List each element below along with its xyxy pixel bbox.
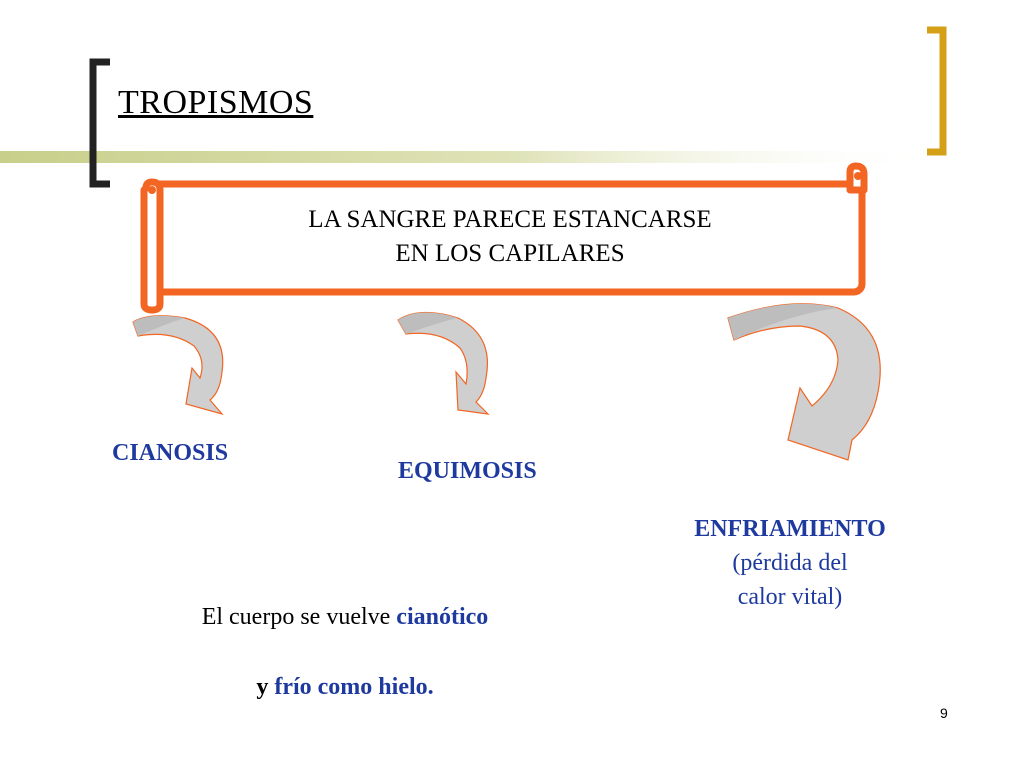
bottom-emphasis-cianotico: cianótico [396,604,489,630]
scroll-line-2: EN LOS CAPILARES [395,240,625,267]
curved-arrow-icon [397,311,490,415]
decorative-bar [0,151,940,163]
enfriamiento-detail-2: calor vital) [737,584,843,610]
enfriamiento-title: ENFRIAMIENTO [694,516,886,542]
bottom-sentence-line-2: y frío como hielo. [160,674,530,701]
enfriamiento-detail-1: (pérdida del [732,550,848,576]
result-equimosis: EQUIMOSIS [398,458,537,484]
result-enfriamiento: ENFRIAMIENTO (pérdida del calor vital) [650,512,930,614]
left-bracket-icon [89,58,110,188]
bottom-emphasis-frio: frío como hielo. [274,674,434,700]
slide-title: TROPISMOS [118,84,314,121]
right-bracket-icon [927,26,947,156]
curved-arrow-icon [727,303,881,461]
curved-arrow-icon [132,315,224,416]
bottom-prefix: El cuerpo se vuelve [201,604,397,630]
bottom-y: y [256,674,275,700]
bottom-sentence-line-1: El cuerpo se vuelve cianótico [160,604,530,631]
scroll-text: LA SANGRE PARECE ESTANCARSE EN LOS CAPIL… [150,203,870,271]
page-number: 9 [940,705,948,721]
scroll-line-1: LA SANGRE PARECE ESTANCARSE [308,206,712,233]
result-cianosis: CIANOSIS [112,440,229,466]
scroll-banner [140,162,868,314]
